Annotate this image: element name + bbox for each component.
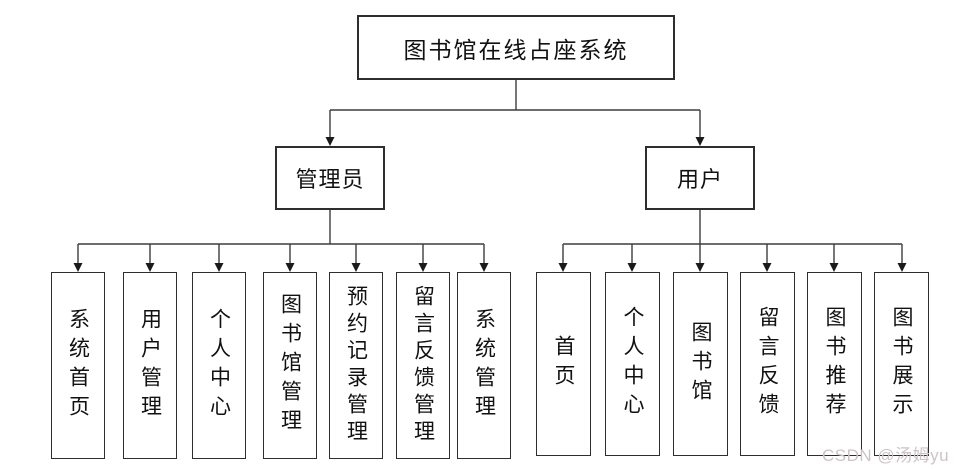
- node-system-home: 系统首页: [51, 272, 105, 459]
- node-admin: 管理员: [275, 146, 385, 210]
- node-label: 个人中心: [207, 307, 231, 424]
- node-home: 首页: [536, 272, 591, 456]
- arrowhead-icons: [73, 137, 907, 272]
- node-label: 留言反馈管理: [411, 284, 435, 447]
- node-label: 图书推荐: [823, 306, 846, 422]
- node-label: 图书展示: [890, 306, 913, 422]
- node-reservation-record-management: 预约记录管理: [329, 272, 383, 459]
- node-label: 首页: [552, 335, 575, 393]
- node-library: 图书馆: [673, 272, 728, 456]
- node-system-management: 系统管理: [457, 272, 511, 459]
- node-label: 用户管理: [138, 307, 162, 424]
- node-user-management: 用户管理: [123, 272, 177, 459]
- node-feedback: 留言反馈: [740, 272, 795, 456]
- node-label: 系统首页: [66, 307, 90, 424]
- node-label: 预约记录管理: [344, 284, 368, 447]
- node-label: 图书馆: [689, 320, 712, 408]
- node-personal-center-admin: 个人中心: [192, 272, 246, 459]
- node-root: 图书馆在线占座系统: [357, 15, 675, 80]
- node-feedback-management: 留言反馈管理: [396, 272, 450, 459]
- node-label: 图书馆管理: [278, 293, 302, 438]
- connector-paths: [77, 80, 903, 266]
- node-library-management: 图书馆管理: [263, 272, 317, 459]
- node-user: 用户: [645, 146, 755, 210]
- node-personal-center-user: 个人中心: [605, 272, 660, 456]
- node-book-recommend: 图书推荐: [807, 272, 862, 456]
- csdn-watermark: CSDN @汤姆yu: [822, 446, 950, 465]
- node-book-display: 图书展示: [874, 272, 929, 456]
- node-label: 留言反馈: [756, 306, 779, 422]
- node-label: 个人中心: [621, 306, 644, 422]
- node-label: 系统管理: [472, 307, 496, 424]
